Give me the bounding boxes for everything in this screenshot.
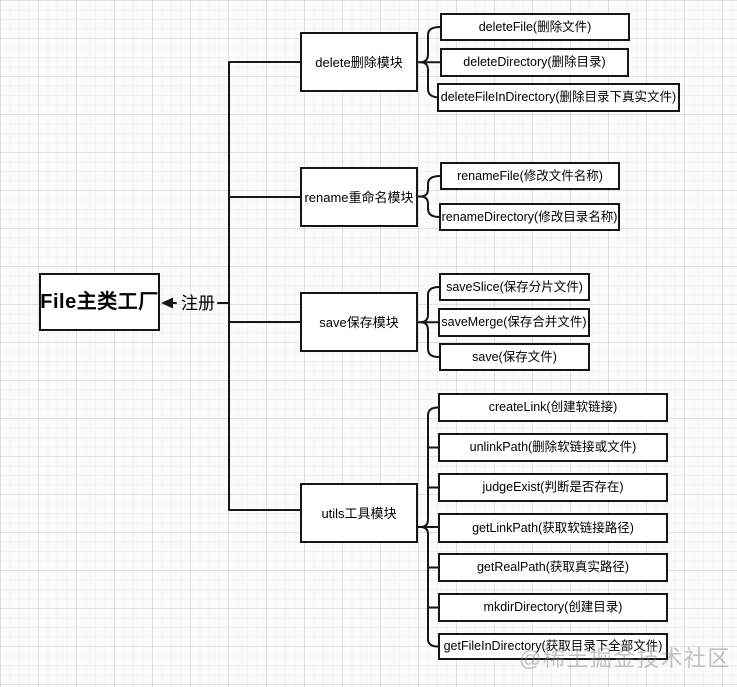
node-create-link: createLink(创建软链接)	[438, 393, 668, 422]
module-node-utils: utils工具模块	[300, 483, 418, 543]
node-save-slice: saveSlice(保存分片文件)	[439, 273, 590, 301]
watermark-text: @稀土掘金技术社区	[519, 646, 731, 671]
node-delete-directory: deleteDirectory(删除目录)	[440, 48, 629, 77]
node-get-real-path: getRealPath(获取真实路径)	[438, 553, 668, 582]
root-node-file-factory: File主类工厂	[39, 273, 160, 331]
edge-label-register: 注册	[181, 293, 215, 313]
node-rename-file: renameFile(修改文件名称)	[440, 162, 620, 190]
node-delete-file-in-directory: deleteFileInDirectory(删除目录下真实文件)	[437, 83, 680, 112]
module-node-save: save保存模块	[300, 292, 418, 352]
node-get-file-in-directory: getFileInDirectory(获取目录下全部文件)	[438, 633, 668, 660]
node-unlink-path: unlinkPath(删除软链接或文件)	[438, 433, 668, 462]
rename-bracket	[420, 175, 441, 218]
node-mkdir-directory: mkdirDirectory(创建目录)	[438, 593, 668, 622]
node-delete-file: deleteFile(删除文件)	[440, 13, 630, 41]
node-save: save(保存文件)	[439, 343, 590, 371]
node-save-merge: saveMerge(保存合并文件)	[438, 308, 590, 337]
node-get-link-path: getLinkPath(获取软链接路径)	[438, 513, 668, 543]
arrowhead-icon	[161, 297, 173, 309]
module-node-delete: delete删除模块	[300, 32, 418, 92]
node-rename-directory: renameDirectory(修改目录名称)	[439, 203, 620, 231]
node-judge-exist: judgeExist(判断是否存在)	[438, 473, 668, 502]
module-node-rename: rename重命名模块	[300, 167, 418, 227]
